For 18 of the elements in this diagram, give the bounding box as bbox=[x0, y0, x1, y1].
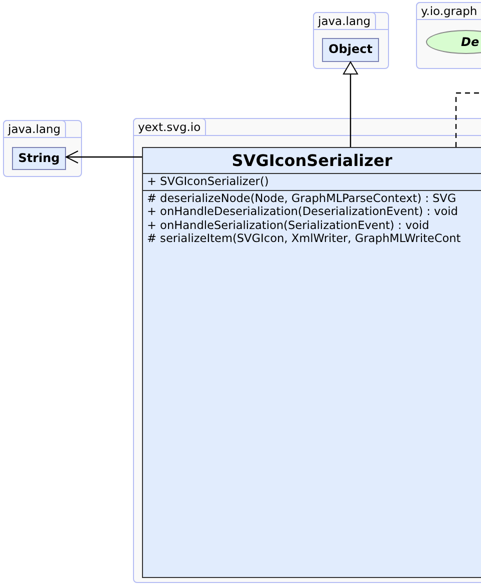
dashed-connector bbox=[455, 92, 481, 147]
package-name: java.lang bbox=[3, 120, 66, 138]
package-frame bbox=[313, 12, 389, 69]
arrow bbox=[66, 150, 142, 164]
package-name: java.lang bbox=[313, 12, 376, 30]
method-text: + onHandleDeserialization(DeserializationEvent) : void bbox=[146, 205, 459, 218]
interface-ellipse: De bbox=[426, 30, 481, 54]
package-frame bbox=[3, 120, 82, 177]
method-text: + onHandleSerialization(SerializationEvent) : void bbox=[146, 218, 430, 232]
method-text: # deserializeNode(Node, GraphMLParseContext) : SVG bbox=[146, 192, 458, 205]
package-name: yext.svg.io bbox=[133, 118, 206, 136]
package-frame bbox=[416, 2, 481, 69]
arrow bbox=[343, 62, 358, 147]
constructor-text: + SVGIconSerializer() bbox=[146, 175, 270, 188]
class-name: SVGIconSerializer bbox=[230, 150, 394, 172]
class-box: String bbox=[12, 147, 66, 170]
method-text: # serializeItem(SVGIcon, XmlWriter, GraphMLWriteCont bbox=[146, 232, 462, 246]
class-box: Object bbox=[322, 38, 379, 62]
